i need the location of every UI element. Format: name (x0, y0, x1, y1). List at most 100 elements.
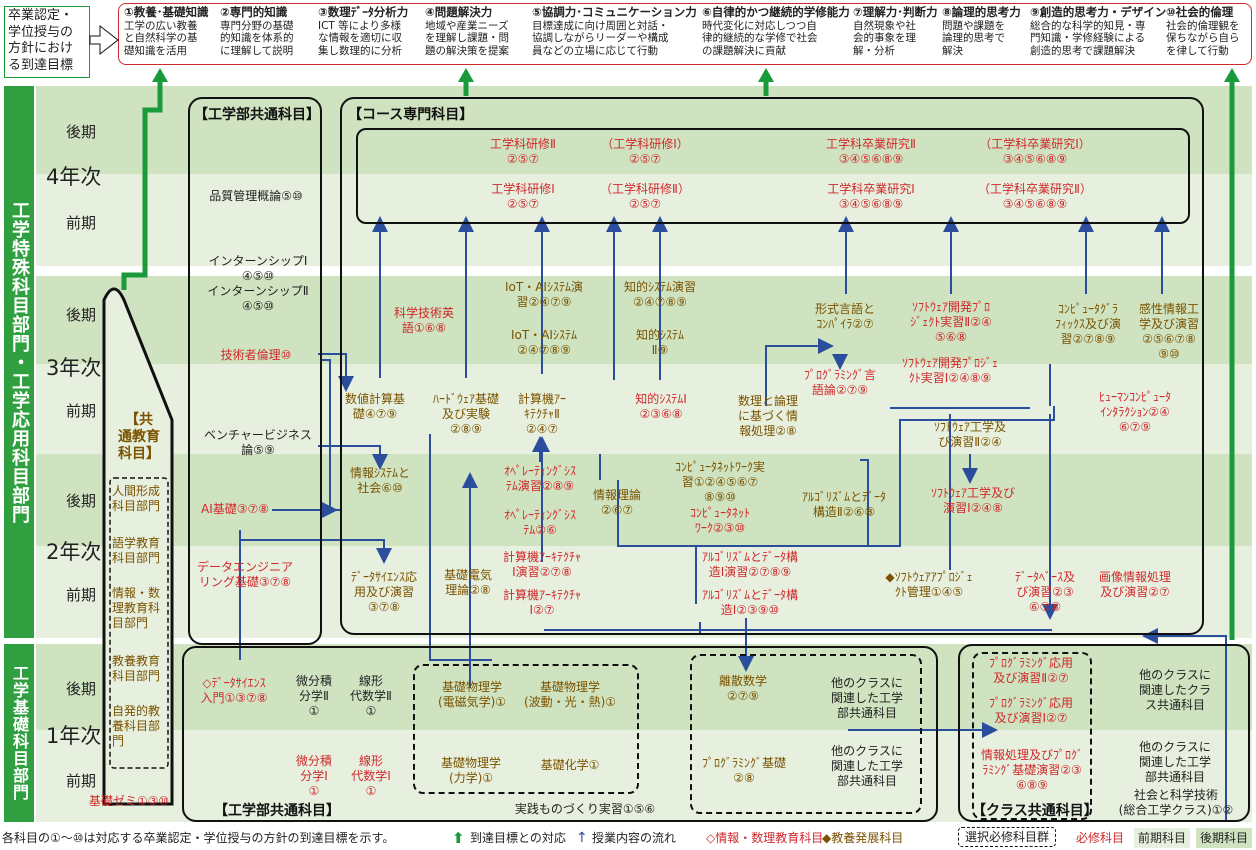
subject-class-other1: 他のクラスに 関連したクラ ス共通科目 (1138, 668, 1211, 712)
common-edu-item: 語学教育 科目部門 (112, 536, 161, 565)
common-edu-item: 人間形成 科目部門 (112, 484, 161, 513)
goal-text: 地域や産業ニーズ を理解し課題・問 題の解決策を提案 (425, 19, 509, 57)
goal-4: ④問題解決力地域や産業ニーズ を理解し課題・問 題の解決策を提案 (425, 6, 509, 57)
class-common-box (958, 644, 1250, 822)
subject-jissen: 実践ものづくり実習①⑤⑥ (514, 802, 656, 816)
goal-text: 社会的倫理観を 保ちながら自ら を律して行動 (1166, 19, 1240, 57)
goal-text: 工学の広い教養 と自然科学の基 礎知識を活用 (124, 19, 198, 57)
common-edu-item: 自発的教 養科目部 門 (112, 704, 161, 748)
band-1-late (36, 644, 1252, 730)
goal-10: ⑩社会的倫理社会的倫理観を 保ちながら自ら を律して行動 (1166, 6, 1240, 57)
subject-algo1-en: ｱﾙｺﾞﾘｽﾞﾑとﾃﾞｰﾀ構 造Ⅰ演習②⑦⑧⑨ (701, 550, 798, 579)
subject-phys-mech: 基礎物理学 (力学)① (440, 756, 501, 785)
subject-soft2: ｿﾌﾄｳｪｱ開発ﾌﾟﾛ ｼﾞｪｸﾄ実習Ⅱ②④ ⑤⑥⑧ (910, 300, 992, 344)
physics-group (413, 664, 639, 794)
subject-rishan: 離散数学 ②⑦⑨ (718, 674, 767, 703)
subject-keishiki: 形式言語と ｺﾝﾊﾟｲﾗ②⑦ (814, 302, 875, 331)
subject-prog-kiso: ﾌﾟﾛｸﾞﾗﾐﾝｸﾞ基礎 ②⑧ (701, 756, 786, 785)
goal-1: ①教養･基礎知識工学の広い教養 と自然科学の基 礎知識を活用 (124, 6, 209, 57)
band-4-late (36, 86, 1252, 174)
lower-division-label: 工学基礎科目部門 (4, 644, 34, 822)
common-edu-title: 【共 通教育 科目】 (118, 412, 160, 462)
subject-ethics: 技術者倫理⑩ (220, 348, 292, 362)
subject-soft1: ｿﾌﾄｳｪｱ開発ﾌﾟﾛｼﾞｪ ｸﾄ実習Ⅰ②④⑧⑨ (901, 356, 998, 385)
year-4: 4年次 (46, 165, 102, 189)
subject-denki: 基礎電気 理論②⑧ (443, 568, 492, 597)
subject-prog-app1: ﾌﾟﾛｸﾞﾗﾐﾝｸﾞ応用 及び演習Ⅰ②⑦ (988, 696, 1073, 725)
subject-sot2p: （工学科卒業研究Ⅱ） ③④⑤⑥⑧⑨ (978, 182, 1092, 211)
term-2-early: 前期 (66, 586, 97, 604)
class-common-title: 【クラス共通科目】 (972, 803, 1098, 819)
subject-algo2: ｱﾙｺﾞﾘｽﾞﾑとﾃﾞｰﾀ 構造Ⅱ②⑥⑧ (801, 490, 886, 519)
subject-other2: 他のクラスに 関連した工学 部共通科目 (830, 744, 903, 788)
subject-suuchi: 数値計算基 礎④⑦⑨ (344, 392, 405, 421)
policy-box-text: 卒業認定・ 学位授与の 方針におけ る到達目標 (8, 8, 74, 73)
subject-softeng2: ｿﾌﾄｳｪｱ工学及 び演習Ⅱ②④ (933, 420, 1006, 449)
thesis-box (356, 128, 1190, 224)
year-3: 3年次 (46, 356, 102, 380)
goal-text: 総合的な科学的知見・専 門知識・学修経験による 創造的思考で課題解決 (1030, 19, 1146, 57)
subject-jouhou-en: 情報処理及びﾌﾟﾛｸﾞ ﾗﾐﾝｸﾞ基礎演習②③ ⑥⑧⑨ (980, 748, 1083, 792)
subject-bibun1: 微分積 分学Ⅰ ① (295, 754, 332, 798)
goal-2: ②専門的知識専門分野の基礎 的知識を体系的 に理解して説明 (220, 6, 294, 57)
subject-arch2: 計算機ｱｰ ｷﾃｸﾁｬⅡ ②④⑦ (517, 392, 566, 436)
subject-intern1: インターンシップⅠ ④⑤⑩ (208, 254, 308, 283)
band-4-early (36, 174, 1252, 266)
term-1-late: 後期 (66, 680, 97, 698)
goal-title: ⑦理解力･判断力 (853, 5, 938, 19)
band-3-late (36, 276, 1252, 364)
legend-sentaku: 選択必修科目群 (958, 827, 1057, 847)
goal-8: ⑧論理的思考力問題や課題を 論理的思考で 解決 (942, 6, 1021, 57)
goal-title: ③数理ﾃﾞｰﾀ分析力 (318, 5, 409, 19)
goal-9: ⑨創造的思考力・デザイン総合的な科学的知見・専 門知識・学修経験による 創造的思… (1030, 6, 1166, 57)
subject-softeng1: ｿﾌﾄｳｪｱ工学及び 演習Ⅰ②④⑧ (930, 486, 1015, 515)
subject-jouhou: 情報理論 ②⑥⑦ (592, 488, 641, 517)
subject-ken2p: （工学科研修Ⅱ） ②⑤⑦ (600, 182, 690, 211)
goal-text: 目標達成に向け周囲と対話・ 協調しながらリーダーや構成 員などの立場に応じて行動 (532, 19, 669, 57)
goal-title: ⑥自律的かつ継続的学修能力 (702, 5, 850, 19)
subject-hci: ﾋｭｰﾏﾝｺﾝﾋﾟｭｰﾀ ｲﾝﾀﾗｸｼｮﾝ②④ ⑥⑦⑨ (1098, 390, 1171, 434)
legend-green-icon: ⬆ (452, 829, 465, 847)
subject-iotai: IoT・AIｼｽﾃﾑ ②④⑦⑧⑨ (511, 328, 577, 357)
subject-senkei1: 線形 代数学Ⅰ ① (351, 754, 391, 798)
legend-note: 各科目の①～⑩は対応する卒業認定・学位授与の方針の到達目標を示す。 (2, 831, 395, 845)
subject-chiteki2: 知的ｼｽﾃﾑ Ⅱ⑨ (635, 328, 684, 357)
goal-7: ⑦理解力･判断力自然現象や社 会的事象を理 解・分析 (853, 6, 938, 57)
subject-intern2: インターンシップⅡ ④⑤⑩ (207, 284, 309, 313)
subject-other1: 他のクラスに 関連した工学 部共通科目 (830, 676, 903, 720)
legend-info: ◇情報・数理教育科目 (706, 831, 824, 845)
subject-ds: ﾃﾞｰﾀｻｲｴﾝｽ応 用及び演習 ③⑦⑧ (350, 570, 417, 614)
subject-ken1: 工学科研修Ⅰ ②⑤⑦ (491, 182, 555, 211)
subject-net: ｺﾝﾋﾟｭｰﾀﾈｯﾄ ﾜｰｸ②③⑩ (689, 506, 750, 535)
common-edu-item: 情報・数 理教育科 目部門 (112, 586, 161, 630)
subject-iotai-en: IoT・AIｼｽﾃﾑ演 習②④⑦⑨ (505, 280, 583, 309)
band-1-early (36, 730, 1252, 822)
subject-senkei2: 線形 代数学Ⅱ ① (350, 674, 392, 718)
goal-text: 自然現象や社 会的事象を理 解・分析 (853, 19, 916, 57)
subject-sot2: 工学科卒業研究Ⅱ ③④⑤⑥⑧⑨ (826, 137, 916, 166)
subject-db: ﾃﾞｰﾀﾍﾞｰｽ及 び演習②③ ⑥⑦⑧ (1014, 570, 1075, 614)
subject-chem: 基礎化学① (540, 758, 600, 772)
legend-green: 到達目標との対応 (470, 831, 566, 845)
class-prog-group (972, 652, 1092, 820)
eng-common-title: 【工学部共通科目】 (194, 107, 320, 123)
course-title: 【コース専門科目】 (348, 107, 474, 123)
goal-title: ①教養･基礎知識 (124, 5, 209, 19)
subject-os: ｵﾍﾟﾚｰﾃｨﾝｸﾞｼｽ ﾃﾑ②⑥ (503, 508, 576, 537)
subject-class-other2: 他のクラスに 関連した工学 部共通科目 (1138, 740, 1211, 784)
subject-ken1p: （工学科研修Ⅰ） ②⑤⑦ (601, 137, 689, 166)
goal-5: ⑤協調力･コミュニケーション力目標達成に向け周囲と対話・ 協調しながらリーダーや… (532, 6, 697, 57)
subject-bibun2: 微分積 分学Ⅱ ① (295, 674, 332, 718)
goals-box (118, 3, 1252, 65)
policy-box (4, 6, 90, 78)
goal-title: ②専門的知識 (220, 5, 288, 19)
eng-common-upper-box (188, 97, 322, 645)
subject-prog-lang: ﾌﾟﾛｸﾞﾗﾐﾝｸﾞ言 語論②⑦⑨ (803, 368, 876, 397)
subject-de: データエンジニア リング基礎③⑦⑧ (196, 560, 293, 589)
course-box (340, 97, 1204, 635)
goal-text: 専門分野の基礎 的知識を体系的 に理解して説明 (220, 19, 294, 57)
prog-group (690, 654, 922, 814)
